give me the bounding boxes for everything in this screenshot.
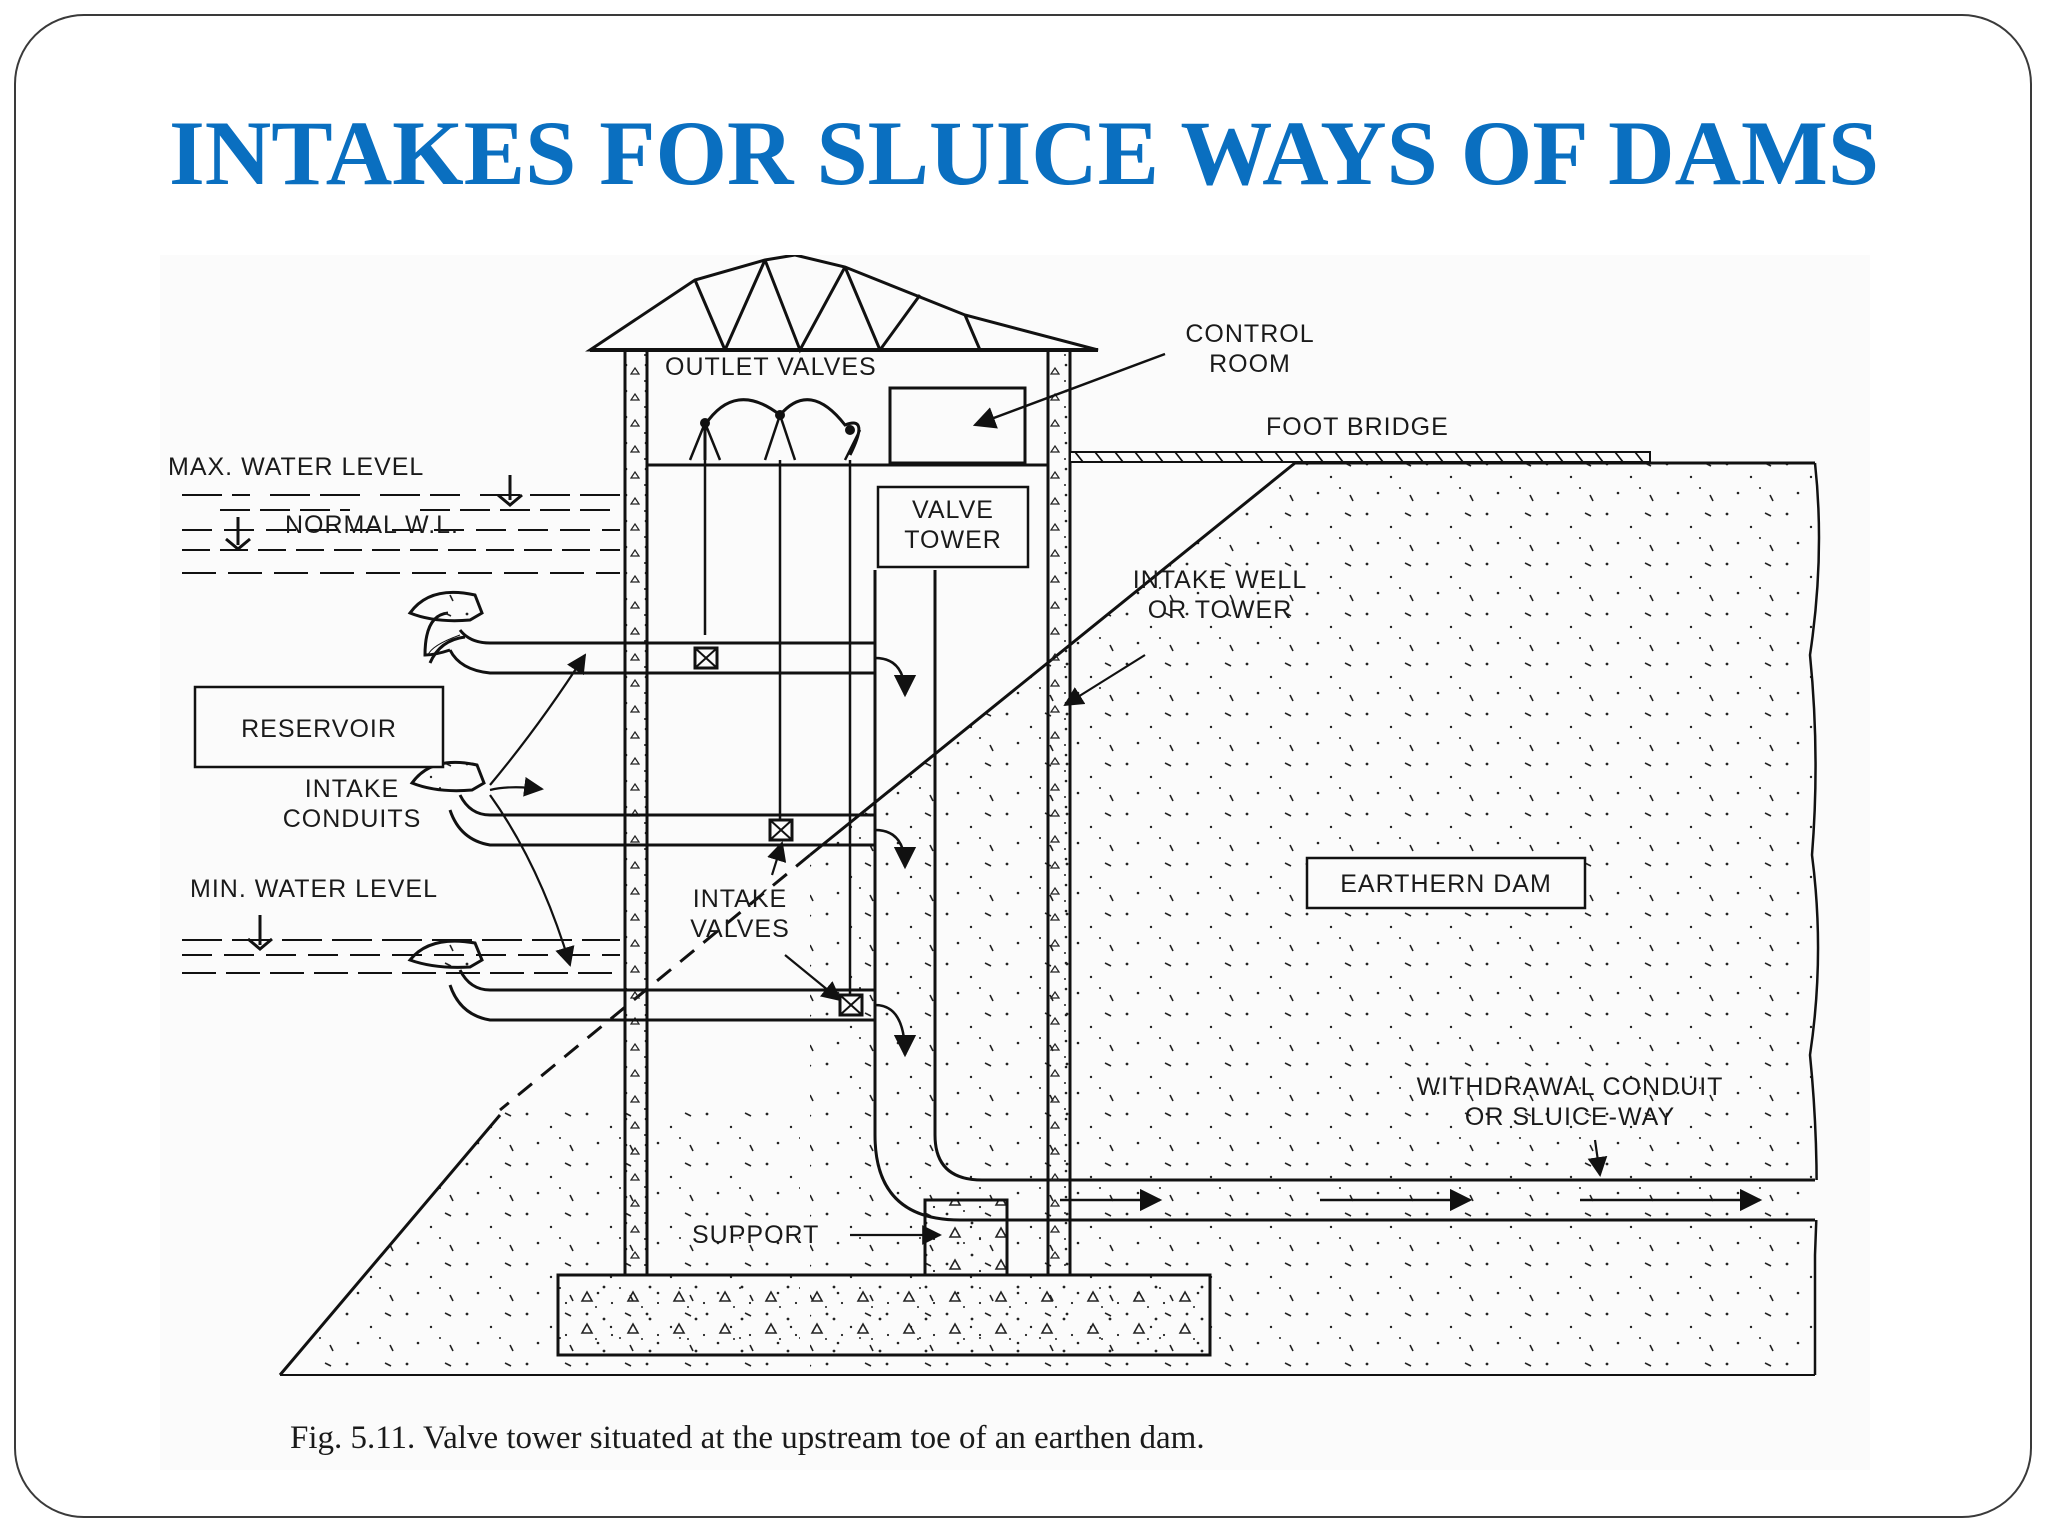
intake-conduits bbox=[407, 590, 875, 1022]
footing-slab bbox=[556, 1273, 1212, 1357]
tower-roof bbox=[585, 255, 1099, 354]
label-min-water-level: MIN. WATER LEVEL bbox=[190, 875, 438, 903]
reservoir-water bbox=[182, 475, 620, 974]
reservoir-box bbox=[193, 685, 445, 769]
intake-valves bbox=[693, 646, 864, 1017]
label-max-water-level: MAX. WATER LEVEL bbox=[168, 453, 424, 481]
label-foot-bridge: FOOT BRIDGE bbox=[1266, 413, 1449, 441]
figure-labels: CONTROL ROOM OUTLET VALVES FOOT BRIDGE M… bbox=[168, 320, 1724, 1249]
label-normal-wl: NORMAL W.L. bbox=[285, 511, 459, 539]
label-valve-tower-1: VALVE bbox=[912, 496, 994, 524]
label-support: SUPPORT bbox=[692, 1221, 819, 1249]
label-intake-valves-2: VALVES bbox=[690, 915, 790, 943]
support-block bbox=[923, 1198, 1009, 1277]
valve-tower-diagram: CONTROL ROOM OUTLET VALVES FOOT BRIDGE M… bbox=[168, 255, 1821, 1456]
slide-title: INTAKES FOR SLUICE WAYS OF DAMS bbox=[168, 102, 1880, 204]
label-valve-tower-2: TOWER bbox=[904, 526, 1002, 554]
valve-tower-figure: CONTROL ROOM OUTLET VALVES FOOT BRIDGE M… bbox=[160, 255, 1870, 1470]
label-reservoir: RESERVOIR bbox=[241, 715, 397, 743]
valve-tower-box bbox=[876, 485, 1030, 569]
label-intake-conduits-2: CONDUITS bbox=[283, 805, 422, 833]
label-control-room-1: CONTROL bbox=[1185, 320, 1314, 348]
label-intake-well-1: INTAKE WELL bbox=[1133, 566, 1307, 594]
label-intake-valves-1: INTAKE bbox=[693, 885, 787, 913]
label-withdrawal-2: OR SLUICE-WAY bbox=[1465, 1103, 1675, 1131]
label-withdrawal-1: WITHDRAWAL CONDUIT bbox=[1417, 1073, 1724, 1101]
foot-bridge bbox=[1069, 451, 1651, 463]
control-room bbox=[888, 352, 1166, 465]
leader-lines bbox=[489, 653, 1608, 1245]
withdrawal-conduit bbox=[873, 570, 1821, 1222]
tower-walls bbox=[623, 348, 1072, 1277]
label-control-room-2: ROOM bbox=[1209, 350, 1291, 378]
figure-caption: Fig. 5.11. Valve tower situated at the u… bbox=[290, 1420, 1205, 1456]
label-earthern-dam: EARTHERN DAM bbox=[1340, 870, 1552, 898]
label-intake-conduits-1: INTAKE bbox=[305, 775, 399, 803]
flow-arrows bbox=[874, 656, 917, 1058]
label-intake-well-2: OR TOWER bbox=[1148, 596, 1293, 624]
label-outlet-valves: OUTLET VALVES bbox=[665, 353, 877, 381]
earthern-dam-box bbox=[1305, 856, 1587, 910]
